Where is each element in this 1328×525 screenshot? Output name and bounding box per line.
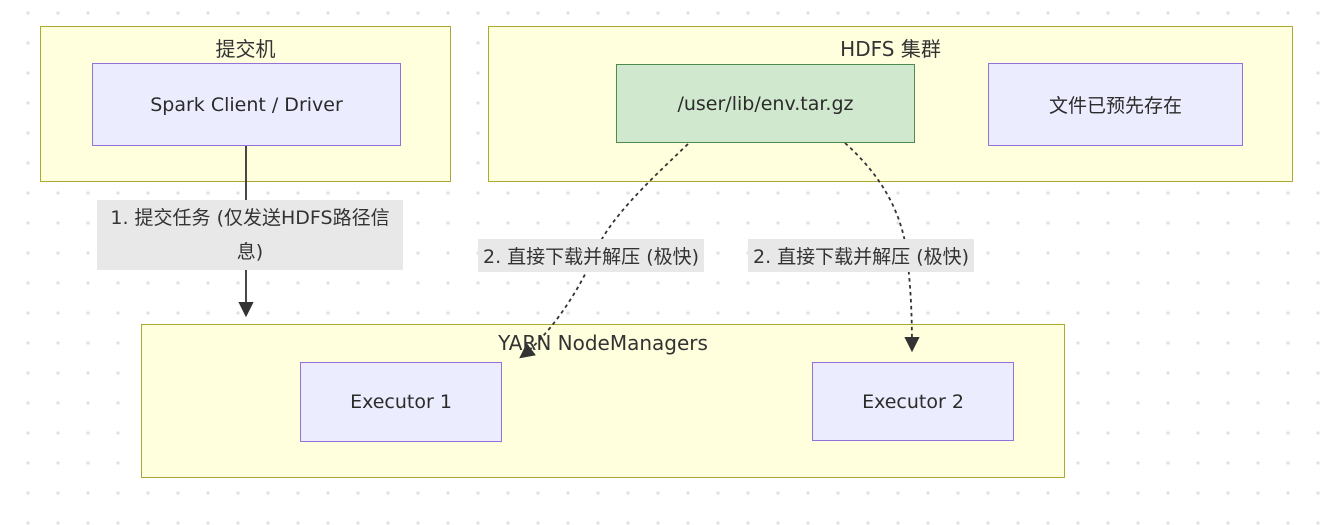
cluster-yarn-title: YARN NodeManagers bbox=[498, 331, 708, 355]
cluster-hdfs-title: HDFS 集群 bbox=[840, 37, 941, 61]
node-executor-1[interactable]: Executor 1 bbox=[300, 362, 502, 442]
cluster-submit-machine-title: 提交机 bbox=[215, 37, 276, 61]
node-executor-2[interactable]: Executor 2 bbox=[812, 362, 1014, 441]
edge-label-download-1: 2. 直接下载并解压 (极快) bbox=[478, 239, 705, 272]
node-executor-1-label: Executor 1 bbox=[350, 391, 452, 413]
node-env-archive[interactable]: /user/lib/env.tar.gz bbox=[616, 64, 915, 143]
node-executor-2-label: Executor 2 bbox=[862, 390, 964, 413]
edge-label-submit-task: 1. 提交任务 (仅发送HDFS路径信息) bbox=[97, 200, 403, 270]
node-spark-client-driver[interactable]: Spark Client / Driver bbox=[92, 63, 401, 146]
node-file-preexists-label: 文件已预先存在 bbox=[1048, 95, 1182, 117]
edge-label-download-2: 2. 直接下载并解压 (极快) bbox=[748, 239, 975, 272]
node-spark-client-driver-label: Spark Client / Driver bbox=[150, 93, 343, 116]
node-file-preexists[interactable]: 文件已预先存在 bbox=[988, 63, 1243, 146]
node-env-archive-label: /user/lib/env.tar.gz bbox=[677, 92, 854, 115]
